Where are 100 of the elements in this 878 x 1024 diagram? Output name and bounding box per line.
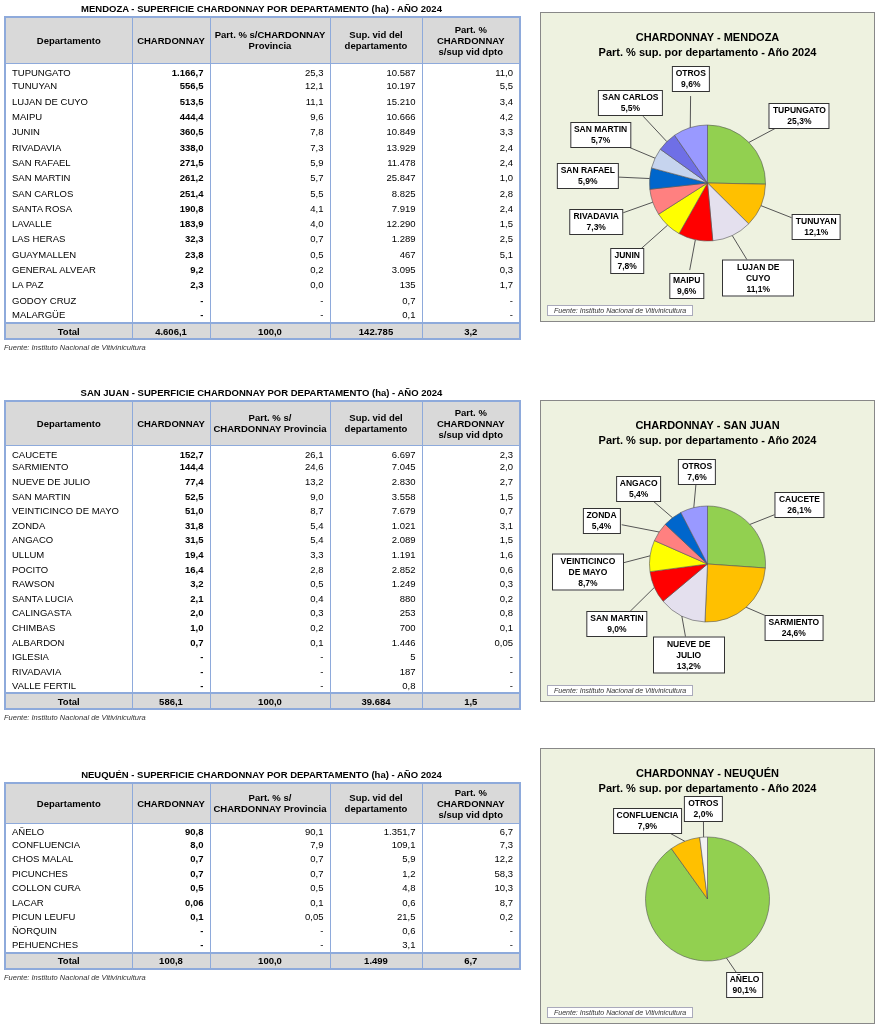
category-label: SAN MARTIN (573, 124, 628, 136)
pie-slice (707, 505, 766, 569)
pie-slice (674, 124, 708, 184)
chardonnay-hectares: 32,3 (132, 231, 210, 247)
chardonnay-hectares: 16,4 (132, 561, 210, 577)
department-name: LACAR (5, 894, 132, 910)
vineyard-share: 7,3 (422, 837, 520, 852)
vineyard-area: 880 (330, 590, 422, 606)
column-header: Departamento (5, 401, 132, 445)
province-share: 24,6 (210, 459, 330, 475)
province-share: - (210, 292, 330, 308)
category-label: OTROS (688, 798, 719, 810)
department-name: IGLESIA (5, 649, 132, 664)
vineyard-area: 12.290 (330, 215, 422, 232)
chart-subtitle: Part. % sup. por departamento - Año 2024 (597, 782, 818, 794)
vineyard-share: 2,7 (422, 474, 520, 489)
chardonnay-hectares: 360,5 (132, 124, 210, 140)
value-label: 11,1% (745, 283, 771, 295)
vineyard-share: 2,4 (422, 200, 520, 216)
chart-subtitle: Part. % sup. por departamento - Año 2024 (597, 46, 818, 58)
chardonnay-hectares: 152,7 (132, 445, 210, 460)
vineyard-area: 3.558 (330, 488, 422, 504)
vineyard-area: 135 (330, 277, 422, 293)
department-name: PICUN LEUFU (5, 909, 132, 924)
category-label: AÑELO (729, 973, 760, 985)
total-value: 1,5 (422, 693, 520, 710)
vineyard-share: 0,1 (422, 620, 520, 635)
table-title: NEUQUÉN - SUPERFICIE CHARDONNAY POR DEPARTAMENTO (ha) - AÑO 2024 (80, 768, 443, 782)
department-name: MAIPU (5, 108, 132, 125)
category-label: RIVADAVIA (573, 211, 619, 223)
vineyard-area: 6.697 (330, 445, 422, 460)
pie-slice (704, 563, 766, 623)
province-share: 13,2 (210, 474, 330, 489)
vineyard-area: 187 (330, 663, 422, 679)
province-share: 5,4 (210, 532, 330, 548)
pie-slice (707, 182, 766, 225)
total-value: 586,1 (132, 693, 210, 710)
department-name: SAN MARTIN (5, 170, 132, 186)
department-name: TUNUYAN (5, 78, 132, 94)
province-share: 0,4 (210, 590, 330, 606)
category-label: ZONDA (586, 509, 617, 521)
column-header: Sup. vid del departamento (330, 783, 422, 823)
chardonnay-hectares: 271,5 (132, 154, 210, 171)
chardonnay-hectares: 0,7 (132, 851, 210, 867)
total-value: 6,7 (422, 952, 520, 969)
vineyard-share: 3,3 (422, 124, 520, 140)
column-header: CHARDONNAY (132, 17, 210, 63)
total-label: Total (5, 323, 132, 340)
vineyard-area: 10.666 (330, 108, 422, 125)
province-share: 9,6 (210, 108, 330, 125)
column-header: Departamento (5, 17, 132, 63)
value-label: 26,1% (786, 504, 813, 516)
value-label: 9,6% (675, 286, 698, 298)
province-share: 8,7 (210, 503, 330, 518)
column-header: Part. % s/CHARDONNAY Provincia (210, 17, 330, 63)
pie-slice (658, 182, 708, 234)
chardonnay-hectares: - (132, 292, 210, 308)
chart-subtitle: Part. % sup. por departamento - Año 2024 (597, 434, 818, 446)
province-share: 5,9 (210, 154, 330, 171)
vineyard-share: 0,05 (422, 634, 520, 650)
vineyard-area: 10.587 (330, 63, 422, 79)
value-label: 90,1% (731, 984, 758, 996)
department-name: ZONDA (5, 517, 132, 533)
chardonnay-hectares: 8,0 (132, 837, 210, 852)
province-share: 5,5 (210, 185, 330, 201)
vineyard-area: 1.289 (330, 231, 422, 247)
vineyard-share: 11,0 (422, 63, 520, 79)
department-name: GODOY CRUZ (5, 292, 132, 308)
department-name: ULLUM (5, 547, 132, 562)
vineyard-share: 3,1 (422, 517, 520, 533)
column-header: CHARDONNAY (132, 783, 210, 823)
chardonnay-hectares: 2,1 (132, 590, 210, 606)
vineyard-share: 12,2 (422, 851, 520, 867)
province-share: 9,0 (210, 488, 330, 504)
department-name: POCITO (5, 561, 132, 577)
vineyard-share: 0,6 (422, 561, 520, 577)
vineyard-area: 25.847 (330, 170, 422, 186)
chardonnay-hectares: 338,0 (132, 139, 210, 155)
vineyard-share: 58,3 (422, 866, 520, 881)
department-name: NUEVE DE JULIO (5, 474, 132, 489)
vineyard-share: 1,5 (422, 488, 520, 504)
vineyard-share: - (422, 649, 520, 664)
chardonnay-hectares: 0,7 (132, 634, 210, 650)
province-share: 7,3 (210, 139, 330, 155)
department-name: SAN RAFAEL (5, 154, 132, 171)
value-label: 8,7% (577, 577, 599, 589)
vineyard-share: 2,4 (422, 154, 520, 171)
chardonnay-hectares: 190,8 (132, 200, 210, 216)
chardonnay-hectares: 52,5 (132, 488, 210, 504)
department-name: RIVADAVIA (5, 663, 132, 679)
vineyard-area: 2.852 (330, 561, 422, 577)
column-header: Departamento (5, 783, 132, 823)
pie-slice (649, 167, 708, 190)
chart-title: CHARDONNAY - SAN JUAN (634, 419, 781, 431)
vineyard-area: 15.210 (330, 93, 422, 109)
pie-slice (662, 563, 708, 623)
column-header: Part. % CHARDONNAY s/sup vid dpto (422, 783, 520, 823)
column-header: Part. % CHARDONNAY s/sup vid dpto (422, 17, 520, 63)
total-value: 100,0 (210, 323, 330, 340)
category-label: SARMIENTO (768, 616, 820, 628)
